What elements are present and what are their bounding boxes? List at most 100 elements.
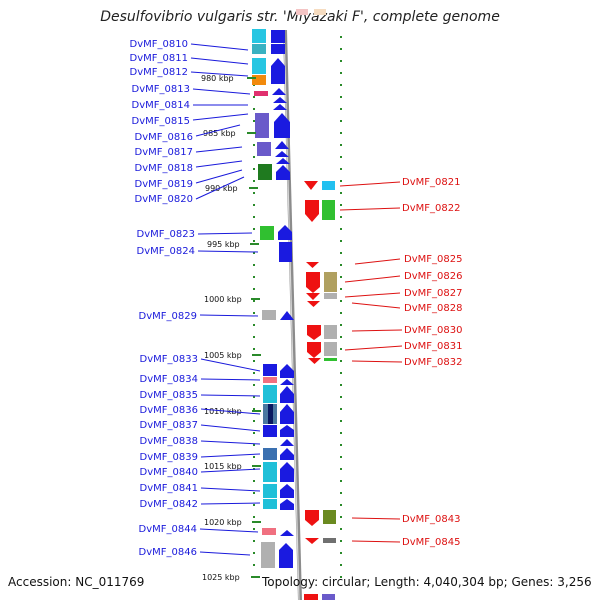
gene-label-left[interactable]: DvMF_0811 (130, 53, 188, 64)
gene-block-0822 (322, 200, 335, 220)
arrow-0844 (280, 530, 294, 536)
arrow-0837 (280, 425, 294, 437)
arrow-0829 (280, 311, 294, 320)
arrow-0821 (304, 181, 318, 190)
gene-label-left[interactable]: DvMF_0812 (130, 67, 188, 78)
gene-fragment-top (296, 9, 308, 15)
arrow-0826 (306, 272, 320, 293)
gene-label-left[interactable]: DvMF_0814 (132, 100, 190, 111)
scale-label: 1005 kbp (204, 351, 242, 360)
arrow-0830 (307, 325, 321, 340)
gene-block-0837 (263, 425, 277, 437)
arrow-0835 (280, 386, 294, 403)
left-gene-labels: DvMF_0810 DvMF_0811 DvMF_0812 DvMF_0813 … (130, 39, 198, 558)
gene-label-left[interactable]: DvMF_0840 (140, 467, 198, 478)
gene-label-left[interactable]: DvMF_0820 (135, 194, 193, 205)
arrow-0839 (280, 448, 294, 460)
gene-label-right[interactable]: DvMF_0843 (402, 514, 460, 525)
gene-label-left[interactable]: DvMF_0834 (140, 374, 198, 385)
arrow-0813 (272, 88, 286, 95)
gene-block-0827 (324, 293, 337, 299)
gene-block-0816 (255, 113, 269, 138)
gene-label-right[interactable]: DvMF_0822 (402, 203, 460, 214)
arrow-0815 (274, 113, 290, 138)
arrow-0825 (306, 262, 319, 268)
gene-label-right[interactable]: DvMF_0825 (404, 254, 462, 265)
gene-block-0842 (263, 499, 277, 509)
arrow-0814a (273, 97, 287, 103)
scale-label: 1020 kbp (204, 518, 242, 527)
arrow-bottom (304, 594, 318, 600)
gene-block-0826 (324, 272, 337, 292)
gene-label-left[interactable]: DvMF_0819 (135, 179, 193, 190)
genome-backbone (283, 29, 302, 600)
gene-block-0841 (263, 484, 277, 498)
gene-block-0834 (263, 377, 277, 383)
scale-labels: 980 kbp 985 kbp 990 kbp 995 kbp 1000 kbp… (201, 74, 242, 582)
gene-label-right[interactable]: DvMF_0845 (402, 537, 460, 548)
gene-block-0836-dark (268, 404, 273, 424)
arrow-0811 (271, 44, 285, 54)
gene-block-0833 (263, 364, 277, 376)
gene-label-left[interactable]: DvMF_0824 (137, 246, 195, 257)
gene-label-left[interactable]: DvMF_0815 (132, 116, 190, 127)
gene-label-left[interactable]: DvMF_0818 (135, 163, 193, 174)
right-gene-blocks (322, 181, 337, 600)
scale-label: 985 kbp (203, 129, 236, 138)
gene-label-right[interactable]: DvMF_0826 (404, 271, 462, 282)
gene-block-0832 (324, 358, 337, 361)
gene-block-0835 (263, 385, 277, 403)
gene-label-left[interactable]: DvMF_0846 (139, 547, 197, 558)
right-leader-lines (339, 181, 403, 543)
gene-block-0844 (262, 528, 276, 535)
gene-label-right[interactable]: DvMF_0821 (402, 177, 460, 188)
gene-block-0830 (324, 325, 337, 339)
gene-block-0819 (258, 164, 272, 180)
gene-label-right[interactable]: DvMF_0827 (404, 288, 462, 299)
gene-label-right[interactable]: DvMF_0831 (404, 341, 462, 352)
gene-label-right[interactable]: DvMF_0832 (404, 357, 462, 368)
arrow-0819 (276, 165, 290, 180)
gene-block-0817 (257, 142, 271, 156)
scale-label: 1025 kbp (202, 573, 240, 582)
arrow-0812 (271, 58, 285, 84)
gene-label-left[interactable]: DvMF_0833 (140, 354, 198, 365)
topology-text: Topology: circular; Length: 4,040,304 bp… (262, 575, 592, 589)
gene-block-bottom (322, 594, 335, 600)
gene-fragment-top (314, 9, 326, 15)
gene-label-left[interactable]: DvMF_0837 (140, 420, 198, 431)
arrow-0838 (280, 439, 294, 446)
gene-label-left[interactable]: DvMF_0836 (140, 405, 198, 416)
gene-label-left[interactable]: DvMF_0810 (130, 39, 188, 50)
genome-backbone-highlight (283, 29, 300, 600)
arrow-0832 (308, 358, 321, 364)
gene-label-left[interactable]: DvMF_0839 (140, 452, 198, 463)
arrow-0814b (273, 104, 287, 110)
gene-label-right[interactable]: DvMF_0830 (404, 325, 462, 336)
gene-label-left[interactable]: DvMF_0835 (140, 390, 198, 401)
arrow-0818a (275, 151, 289, 157)
left-leader-lines (190, 43, 261, 556)
gene-label-left[interactable]: DvMF_0813 (132, 84, 190, 95)
gene-label-left[interactable]: DvMF_0842 (140, 499, 198, 510)
gene-block-0840 (263, 462, 277, 482)
gene-label-left[interactable]: DvMF_0817 (135, 147, 193, 158)
arrow-0843 (305, 510, 319, 526)
scale-label: 995 kbp (207, 240, 240, 249)
gene-label-left[interactable]: DvMF_0829 (139, 311, 197, 322)
gene-block-0846 (261, 542, 275, 568)
gene-label-left[interactable]: DvMF_0816 (135, 132, 193, 143)
gene-label-right[interactable]: DvMF_0828 (404, 303, 462, 314)
arrow-0818b (276, 158, 290, 164)
gene-block-0811 (252, 44, 266, 54)
gene-label-left[interactable]: DvMF_0841 (140, 483, 198, 494)
scale-label: 990 kbp (205, 184, 238, 193)
gene-label-left[interactable]: DvMF_0838 (140, 436, 198, 447)
left-gene-blocks (252, 29, 277, 568)
map-title: Desulfovibrio vulgaris str. 'Miyazaki F'… (100, 9, 500, 25)
gene-label-left[interactable]: DvMF_0844 (139, 524, 197, 535)
gene-label-left[interactable]: DvMF_0823 (137, 229, 195, 240)
scale-label: 1000 kbp (204, 295, 242, 304)
arrow-0824 (279, 242, 292, 262)
